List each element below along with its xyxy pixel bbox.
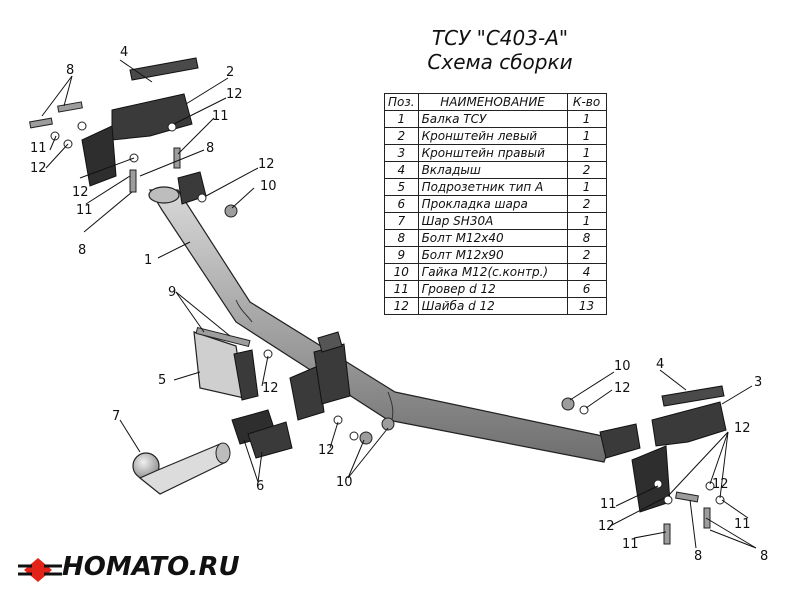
diagram-title: ТСУ "С403-А" xyxy=(431,26,569,50)
tow-beam xyxy=(148,171,641,463)
row-name: Гайка М12(с.контр.) xyxy=(417,263,568,281)
parts-table-header: Поз. НАИМЕНОВАНИЕ К-во xyxy=(384,93,607,111)
callout-12: 12 xyxy=(614,381,631,396)
leader-lines xyxy=(41,59,757,549)
row-name: Шайба d 12 xyxy=(417,297,568,315)
header-position: Поз. xyxy=(384,93,419,111)
row-name: Болт М12х90 xyxy=(417,246,568,264)
callout-7: 7 xyxy=(112,409,120,424)
callout-1: 1 xyxy=(144,253,152,268)
row-name: Прокладка шара xyxy=(417,195,568,213)
callout-11: 11 xyxy=(76,203,93,218)
callout-11: 11 xyxy=(212,109,229,124)
callout-8: 8 xyxy=(760,549,768,564)
row-name: Подрозетник тип А xyxy=(417,178,568,196)
callout-12: 12 xyxy=(262,381,279,396)
callout-11: 11 xyxy=(600,497,617,512)
tow-ball xyxy=(132,442,231,495)
callout-4: 4 xyxy=(656,357,664,372)
ball-gaskets xyxy=(231,409,293,459)
callout-labels: 4 2 8 12 11 8 11 12 12 11 8 12 10 1 9 5 … xyxy=(30,45,768,564)
callout-8: 8 xyxy=(694,549,702,564)
row-quantity: 4 xyxy=(566,263,607,281)
callout-8: 8 xyxy=(66,63,74,78)
callout-8: 8 xyxy=(78,243,86,258)
callout-12: 12 xyxy=(72,185,89,200)
callout-3: 3 xyxy=(754,375,762,390)
callout-5: 5 xyxy=(158,373,166,388)
callout-12: 12 xyxy=(598,519,615,534)
site-logo xyxy=(18,558,62,582)
callout-11: 11 xyxy=(734,517,751,532)
callout-12: 12 xyxy=(712,477,729,492)
left-bracket xyxy=(81,57,199,187)
callout-4: 4 xyxy=(120,45,128,60)
row-quantity: 13 xyxy=(566,297,607,315)
callout-12: 12 xyxy=(734,421,751,436)
callout-10: 10 xyxy=(614,359,631,374)
callout-11: 11 xyxy=(622,537,639,552)
callout-12: 12 xyxy=(30,161,47,176)
callout-2: 2 xyxy=(226,65,234,80)
callout-6: 6 xyxy=(256,479,264,494)
logo-text: HOMATO.RU xyxy=(62,552,240,582)
callout-11: 11 xyxy=(30,141,47,156)
logo-icon xyxy=(18,558,62,582)
row-name: Кронштейн левый xyxy=(417,127,568,145)
callout-12: 12 xyxy=(226,87,243,102)
socket-plate xyxy=(193,331,259,401)
callout-10: 10 xyxy=(260,179,277,194)
row-quantity: 1 xyxy=(566,178,607,196)
right-bracket xyxy=(631,385,727,513)
callout-8: 8 xyxy=(206,141,214,156)
fasteners xyxy=(29,101,725,545)
callout-9: 9 xyxy=(168,285,176,300)
row-position: 11 xyxy=(384,280,419,298)
callout-12: 12 xyxy=(318,443,335,458)
title-block: ТСУ "С403-А" Схема сборки xyxy=(380,26,620,74)
callout-12: 12 xyxy=(258,157,275,172)
callout-10: 10 xyxy=(336,475,353,490)
diagram-subtitle: Схема сборки xyxy=(427,50,573,74)
